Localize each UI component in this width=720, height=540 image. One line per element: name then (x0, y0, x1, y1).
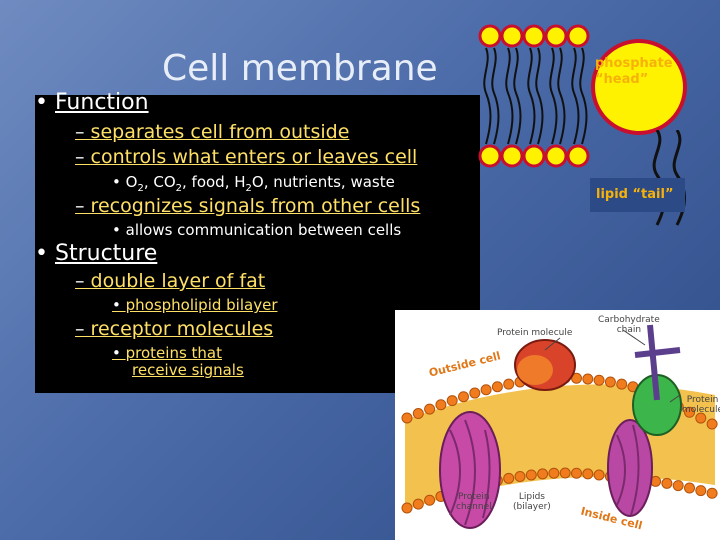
membrane-head-icon (661, 477, 673, 489)
membrane-head-icon (491, 381, 503, 393)
phosphate-label: phosphate “head” (595, 56, 673, 87)
slide-title: Cell membrane (162, 48, 438, 89)
recognizes-subitem: • allows communication between cells (112, 221, 402, 239)
fat-subitem[interactable]: • phospholipid bilayer (112, 296, 278, 314)
membrane-head-icon (672, 480, 684, 492)
membrane-head-icon (503, 472, 515, 484)
phospholipid-head-icon (500, 144, 524, 168)
phospholipid-head-icon (478, 24, 502, 48)
membrane-head-icon (424, 494, 436, 506)
receptor-subitem-line1[interactable]: • proteins that (112, 344, 222, 362)
membrane-head-icon (435, 399, 447, 411)
membrane-head-icon (684, 482, 695, 494)
phospholipid-head-icon (522, 144, 546, 168)
phospholipid-head-icon (500, 24, 524, 48)
membrane-head-icon (604, 376, 616, 388)
membrane-head-icon (412, 408, 424, 420)
membrane-head-icon (559, 467, 571, 479)
membrane-head-icon (401, 412, 413, 424)
membrane-head-icon (503, 378, 515, 390)
phosphate-head-icon (591, 39, 687, 135)
membrane-head-icon (480, 384, 492, 396)
function-item-controls[interactable]: – controls what enters or leaves cell (75, 146, 418, 168)
membrane-head-icon (695, 412, 707, 424)
lipid-bilayer-label: Lipids (bilayer) (513, 492, 551, 512)
membrane-head-icon (706, 418, 718, 430)
membrane-head-icon (412, 498, 424, 510)
carbohydrate-chain-label: Carbohydrate chain (598, 315, 660, 335)
membrane-head-icon (706, 487, 718, 499)
phospholipid-head-icon (566, 144, 590, 168)
bilayer-diagram (478, 24, 590, 168)
lipid-tail-line (483, 47, 492, 145)
membrane-head-icon (593, 374, 605, 386)
lipid-tail-line (535, 47, 544, 145)
function-item-recognizes[interactable]: – recognizes signals from other cells (75, 195, 421, 217)
function-heading: • Function (35, 90, 149, 115)
lipid-tail-line (505, 47, 514, 145)
membrane-head-icon (537, 468, 549, 480)
lipid-tail-line (571, 47, 580, 145)
phospholipid-head-icon (544, 24, 568, 48)
structure-item-fat[interactable]: – double layer of fat (75, 270, 266, 292)
bullet-icon: • (35, 90, 55, 115)
protein-molecule-right-label: Protein molecule (682, 395, 720, 415)
membrane-head-icon (401, 502, 413, 514)
lipid-tail-line (527, 47, 536, 145)
lipid-tail-line (513, 47, 522, 145)
membrane-head-icon (446, 395, 458, 407)
membrane-head-icon (684, 406, 695, 418)
controls-subitem: • O2, CO2, food, H2O, nutrients, waste (112, 173, 395, 194)
membrane-head-icon (469, 387, 481, 399)
membrane-head-icon (593, 469, 605, 481)
phospholipid-head-icon (566, 24, 590, 48)
membrane-head-icon (424, 403, 436, 415)
phospholipid-head-icon (522, 24, 546, 48)
lipid-label-bg (590, 178, 685, 212)
membrane-head-icon (458, 391, 469, 403)
lipid-tail-line (549, 47, 558, 145)
protein-molecule-label: Protein molecule (497, 328, 573, 338)
structure-heading: • Structure (35, 241, 158, 266)
membrane-head-icon (582, 373, 594, 385)
lipid-tail-label: lipid “tail” (596, 187, 674, 202)
membrane-head-icon (514, 470, 526, 482)
membrane-head-icon (571, 467, 582, 479)
membrane-head-icon (525, 469, 537, 481)
lipid-tail-line (579, 47, 588, 145)
protein-channel-label: Protein channel (456, 492, 492, 512)
membrane-head-icon (548, 467, 560, 479)
membrane-head-icon (616, 378, 628, 390)
membrane-illustration (395, 310, 720, 540)
lipid-tail-line (557, 47, 566, 145)
phospholipid-head-icon (544, 144, 568, 168)
phospholipid-head-icon (478, 144, 502, 168)
function-item-separates[interactable]: – separates cell from outside (75, 121, 350, 143)
membrane-head-icon (582, 468, 594, 480)
membrane-head-icon (695, 485, 707, 497)
lipid-tail-line (491, 47, 500, 145)
receptor-subitem-line2[interactable]: receive signals (132, 361, 244, 379)
structure-item-receptor[interactable]: – receptor molecules (75, 318, 274, 340)
